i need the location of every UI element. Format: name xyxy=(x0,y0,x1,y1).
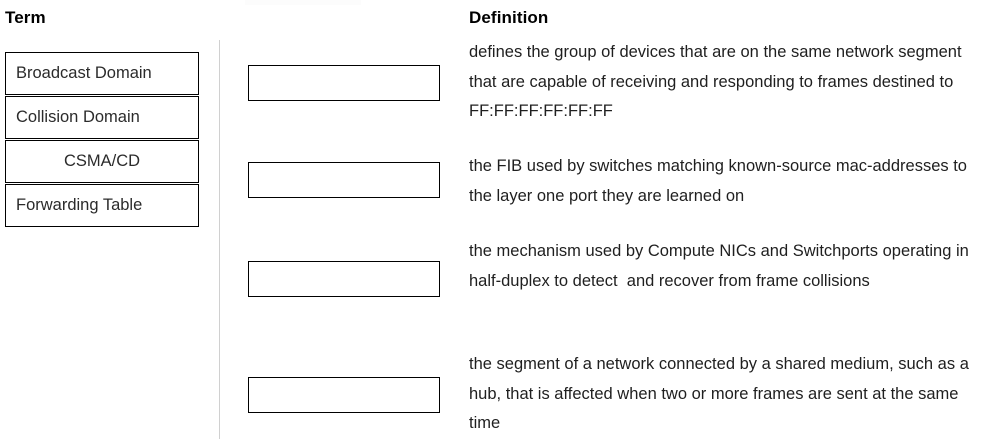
term-tile-collision-domain[interactable]: Collision Domain xyxy=(5,96,199,139)
term-tile-label: Collision Domain xyxy=(16,108,140,126)
term-tile-list: Broadcast Domain Collision Domain CSMA/C… xyxy=(5,52,199,227)
term-tile-label: Broadcast Domain xyxy=(16,64,152,82)
definition-text-4: the segment of a network connected by a … xyxy=(469,355,974,432)
term-tile-broadcast-domain[interactable]: Broadcast Domain xyxy=(5,52,199,95)
column-divider xyxy=(219,40,220,439)
drop-target-1[interactable] xyxy=(248,65,440,101)
definition-column-heading: Definition xyxy=(469,8,549,27)
definition-text-2: the FIB used by switches matching known-… xyxy=(469,157,972,205)
definition-text-1: defines the group of devices that are on… xyxy=(469,43,967,120)
definition-text-3: the mechanism used by Compute NICs and S… xyxy=(469,242,974,290)
term-column-heading: Term xyxy=(5,8,46,27)
drop-target-4[interactable] xyxy=(248,377,440,413)
top-edge-artifact xyxy=(245,0,361,5)
term-tile-forwarding-table[interactable]: Forwarding Table xyxy=(5,184,199,227)
term-tile-csma-cd[interactable]: CSMA/CD xyxy=(5,140,199,183)
drop-target-3[interactable] xyxy=(248,261,440,297)
term-tile-label: CSMA/CD xyxy=(63,152,141,170)
term-tile-label: Forwarding Table xyxy=(16,196,143,214)
drop-target-2[interactable] xyxy=(248,162,440,198)
